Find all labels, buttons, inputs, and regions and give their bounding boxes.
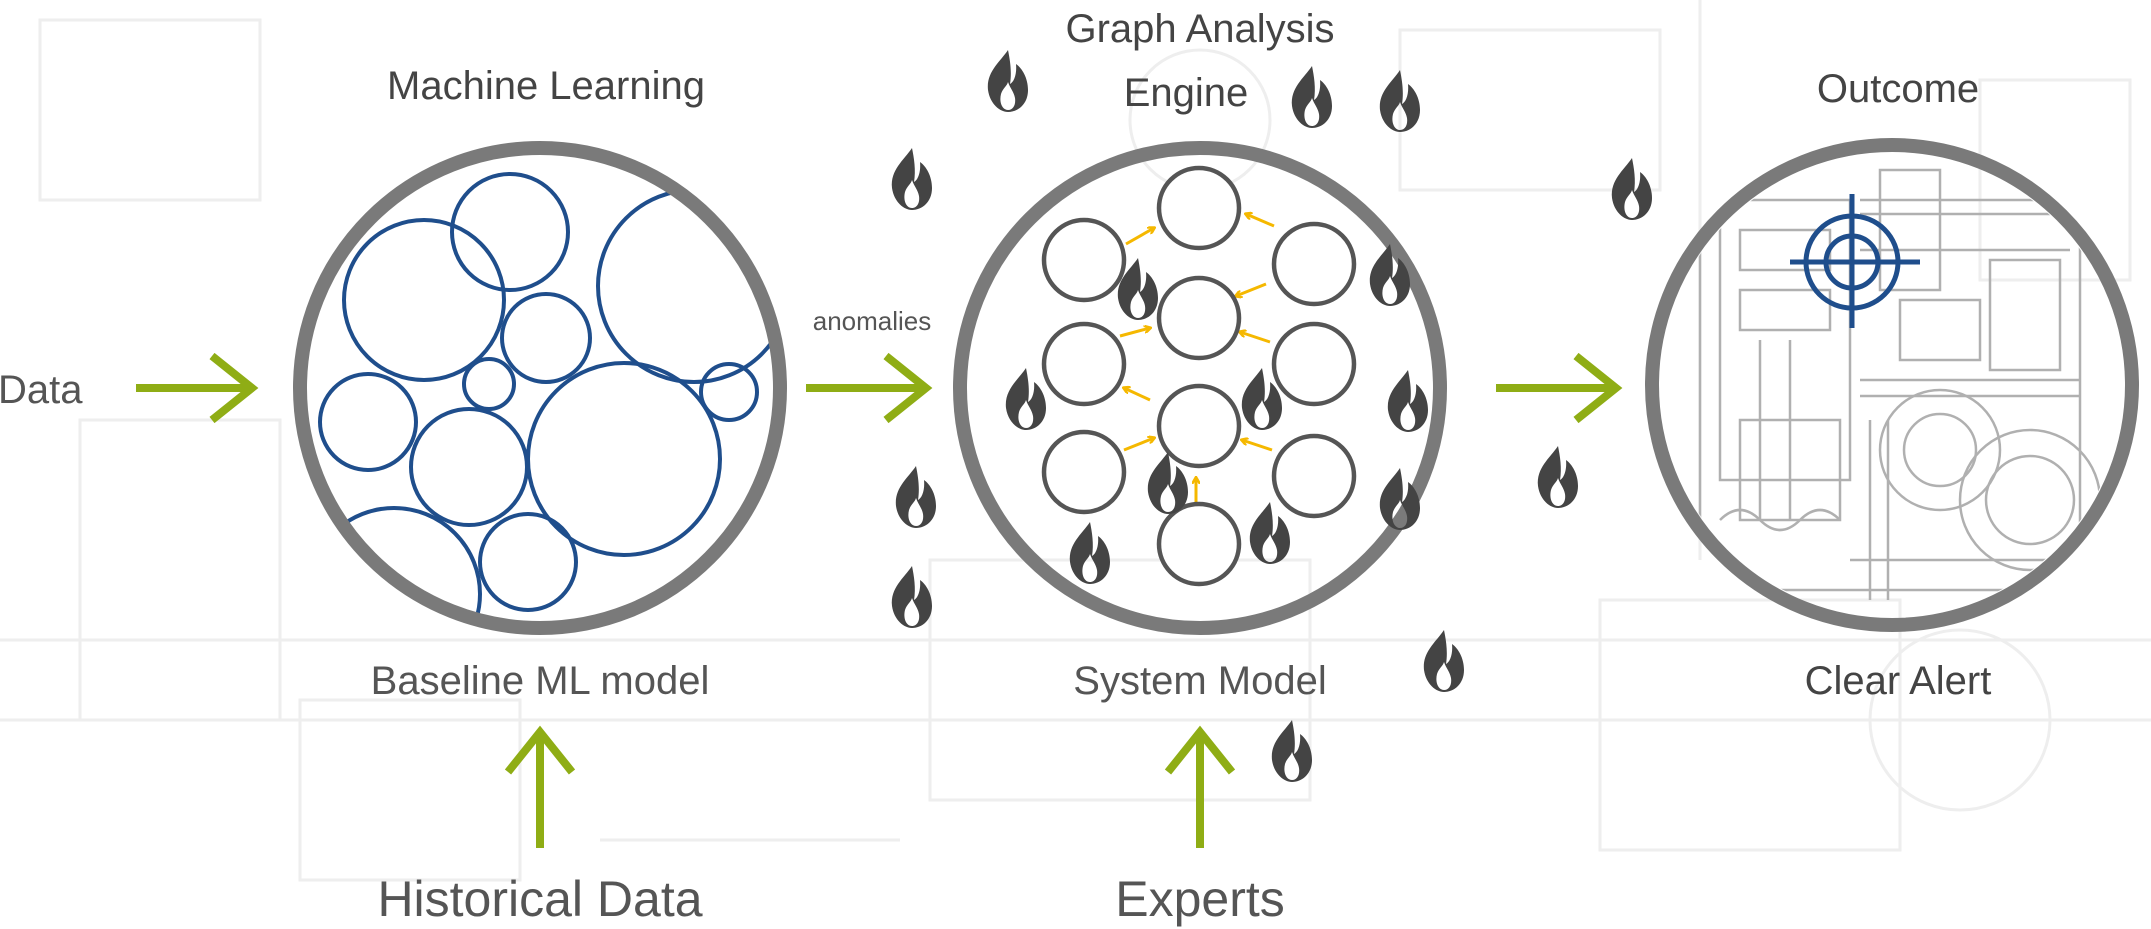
flame-icon	[1387, 370, 1428, 432]
flame-icon	[895, 466, 936, 528]
graph-caption: System Model	[1073, 659, 1326, 703]
experts-label: Experts	[1115, 871, 1285, 927]
outcome-circle	[1645, 138, 2139, 632]
anomalies-arrow	[806, 352, 933, 424]
historical-data-arrow	[504, 725, 576, 848]
historical-data-label: Historical Data	[377, 871, 702, 927]
flame-icon	[1249, 502, 1290, 564]
graph-title-line1: Graph Analysis	[1065, 7, 1334, 51]
graph-title-line2: Engine	[1124, 71, 1249, 115]
flame-icon	[1005, 368, 1046, 430]
outcome-title: Outcome	[1817, 67, 1979, 111]
outcome-caption: Clear Alert	[1805, 659, 1992, 703]
ml-circle	[293, 141, 787, 635]
data-input-arrow	[136, 352, 259, 424]
graph-nodes	[1041, 165, 1357, 587]
background-sketch	[0, 0, 2151, 882]
graph-edges	[1119, 214, 1275, 510]
machinery-sketch-icon	[1698, 153, 2102, 600]
graph-circle	[953, 141, 1447, 635]
crosshair-target-icon	[1790, 194, 1920, 328]
flame-icon	[1537, 446, 1578, 508]
flame-icon	[891, 566, 932, 628]
experts-arrow	[1164, 725, 1236, 848]
anomalies-label: anomalies	[813, 306, 932, 336]
flame-icon	[1291, 66, 1332, 128]
flame-icon	[1069, 522, 1110, 584]
outcome-arrow	[1496, 352, 1623, 424]
data-input-label: Data	[0, 368, 83, 412]
flame-icon	[1611, 158, 1652, 220]
flame-icon	[987, 50, 1028, 112]
flame-icon	[891, 148, 932, 210]
ml-cluster-circles	[306, 172, 774, 622]
ml-caption: Baseline ML model	[371, 659, 710, 703]
flame-icon	[1271, 720, 1312, 782]
ml-title: Machine Learning	[387, 64, 705, 108]
